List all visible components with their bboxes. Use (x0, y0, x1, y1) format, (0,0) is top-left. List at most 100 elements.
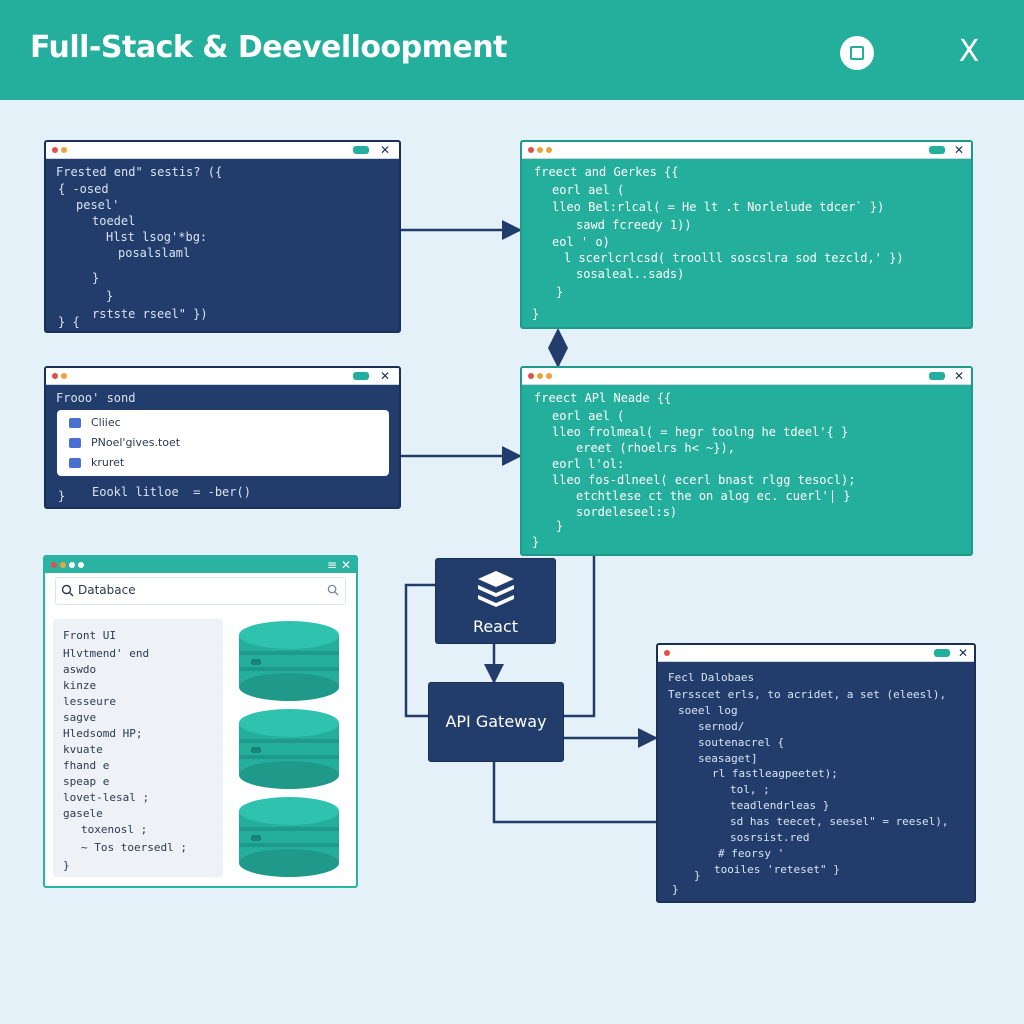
component-icon (69, 438, 81, 448)
window-pill-button[interactable] (934, 649, 950, 657)
code-line: Hlst lsog'*bg: (106, 230, 208, 244)
stack-layers-icon (478, 571, 514, 607)
list-item[interactable]: kvuate (63, 743, 103, 756)
database-cylinder-icon (239, 709, 339, 789)
gateway-label: API Gateway (445, 712, 547, 731)
menu-icon[interactable]: ≡ (326, 558, 338, 572)
list-item[interactable]: Front UI (63, 629, 116, 642)
code-line: eorl ael ( (552, 183, 625, 197)
close-icon[interactable]: ✕ (957, 646, 969, 660)
code-line: sawd fcreedy 1)) (576, 218, 692, 232)
code-line: eorl l'ol: (552, 457, 625, 471)
frontend-list-window: ✕ Frooo' sond Cliiec PNoel'gives.toet kr… (44, 366, 401, 509)
list-item[interactable]: kinze (63, 679, 97, 692)
code-line: teadlendrleas } (730, 799, 830, 812)
code-line: eol ' o) (552, 235, 610, 249)
api-code-window: ✕ freect APl Neade {{ eorl ael ( lleo fr… (520, 366, 973, 556)
database-cylinder-icon (239, 797, 339, 877)
code-line: ereet (rhoelrs h< ~}), (576, 441, 735, 455)
list-item[interactable]: fhand e (63, 759, 110, 772)
list-item[interactable]: speap e (63, 775, 110, 788)
close-icon[interactable]: ✕ (953, 143, 965, 157)
code-line: rstste rseel" }) (92, 307, 208, 321)
list-item[interactable]: ~ Tos toersedl ; (81, 841, 187, 854)
window-titlebar: ✕ (522, 368, 971, 385)
code-line: tol, ; (730, 783, 770, 796)
window-titlebar: ✕ (522, 142, 971, 159)
square-icon (850, 46, 864, 60)
code-line: posalslaml (118, 246, 191, 260)
code-line: Tersscet erls, to acridet, a set (eleesl… (668, 688, 947, 701)
close-icon[interactable]: ✕ (379, 143, 391, 157)
code-line: } (556, 519, 564, 533)
window-titlebar: ✕ (46, 368, 399, 385)
close-icon[interactable]: X (958, 34, 980, 69)
database-cylinder-icon (239, 621, 339, 877)
code-line: pesel' (76, 198, 120, 212)
code-line: } (92, 271, 100, 285)
code-line: sordeleseel:s) (576, 505, 678, 519)
backend-code-window: ✕ freect and Gerkes {{ eorl ael ( lleo B… (520, 140, 973, 329)
code-line: } (672, 883, 679, 896)
window-titlebar: ≡ ✕ (45, 557, 356, 573)
code-line: # feorsy ' (718, 847, 785, 860)
code-line: etchtlese ct the on alog ec. cuerl'| } (576, 489, 851, 503)
code-line: sernod/ (698, 720, 745, 733)
window-pill-button[interactable] (353, 146, 369, 154)
code-line: } { (58, 315, 80, 329)
list-item[interactable]: toxenosl ; (81, 823, 148, 836)
close-icon[interactable]: ✕ (953, 369, 965, 383)
window-pill-button[interactable] (929, 146, 945, 154)
window-titlebar: ✕ (46, 142, 399, 159)
window-square-button[interactable] (840, 36, 874, 70)
code-line: lleo frolmeal( = hegr toolng he tdeel'{ … (552, 425, 849, 439)
code-line: eorl ael ( (552, 409, 625, 423)
code-line: Eookl litloe = -ber() (92, 485, 251, 499)
code-line: lleo fos-dlneel( ecerl bnast rlgg tesocl… (552, 473, 856, 487)
window-titlebar: ✕ (658, 645, 974, 662)
frontend-code-window: ✕ Frested end" sestis? ({ { -osed pesel'… (44, 140, 401, 333)
line-api-to-gateway (564, 556, 596, 718)
database-cylinder-icon (239, 621, 339, 701)
api-gateway-node[interactable]: API Gateway (428, 682, 564, 762)
database-list: Front UI Hlvtmend' end aswdo kinze lesse… (53, 619, 223, 877)
search-icon (61, 584, 74, 597)
list-item[interactable]: aswdo (63, 663, 97, 676)
list-item[interactable]: } (63, 859, 70, 872)
window-pill-button[interactable] (929, 372, 945, 380)
code-line: l scerlcrlcsd( troolll soscslra sod tezc… (564, 251, 904, 265)
react-node[interactable]: React (435, 558, 556, 644)
code-line: } (532, 307, 540, 321)
list-item[interactable]: lovet-lesal ; (63, 791, 150, 804)
code-line: tooiles 'reteset" } (714, 863, 840, 876)
code-line: toedel (92, 214, 136, 228)
backend-code: freect and Gerkes {{ eorl ael ( lleo Bel… (522, 142, 971, 327)
db-code-window: ✕ Fecl Dalobaes Tersscet erls, to acride… (656, 643, 976, 903)
search-icon[interactable] (327, 584, 339, 596)
code-line: lleo Bel:rlcal( = He lt .t Norlelude tdc… (552, 200, 885, 214)
code-line: } (556, 285, 564, 299)
page-title: Full-Stack & Deevelloopment (30, 30, 507, 65)
list-item[interactable]: gasele (63, 807, 103, 820)
code-line: rl fastleagpeetet); (712, 767, 838, 780)
code-line: soeel log (678, 704, 738, 717)
code-line: } (694, 869, 701, 882)
component-icon (69, 418, 81, 428)
code-line: { -osed (58, 182, 109, 196)
list-item[interactable]: Hledsomd HP; (63, 727, 143, 740)
component-icon (69, 458, 81, 468)
list-item[interactable]: sagve (63, 711, 97, 724)
code-line: } (106, 289, 114, 303)
list-item[interactable]: Hlvtmend' end (63, 647, 150, 660)
code-line: } (532, 535, 540, 549)
line-react-to-gateway-left (404, 583, 436, 718)
list-item[interactable]: lesseure (63, 695, 116, 708)
window-pill-button[interactable] (353, 372, 369, 380)
close-icon[interactable]: ✕ (340, 558, 352, 572)
close-icon[interactable]: ✕ (379, 369, 391, 383)
code-line: Frested end" sestis? ({ (56, 165, 223, 179)
app-header: Full-Stack & Deevelloopment X (0, 0, 1024, 100)
code-line: sosrsist.red (730, 831, 810, 844)
search-input[interactable]: Databace (55, 577, 346, 605)
